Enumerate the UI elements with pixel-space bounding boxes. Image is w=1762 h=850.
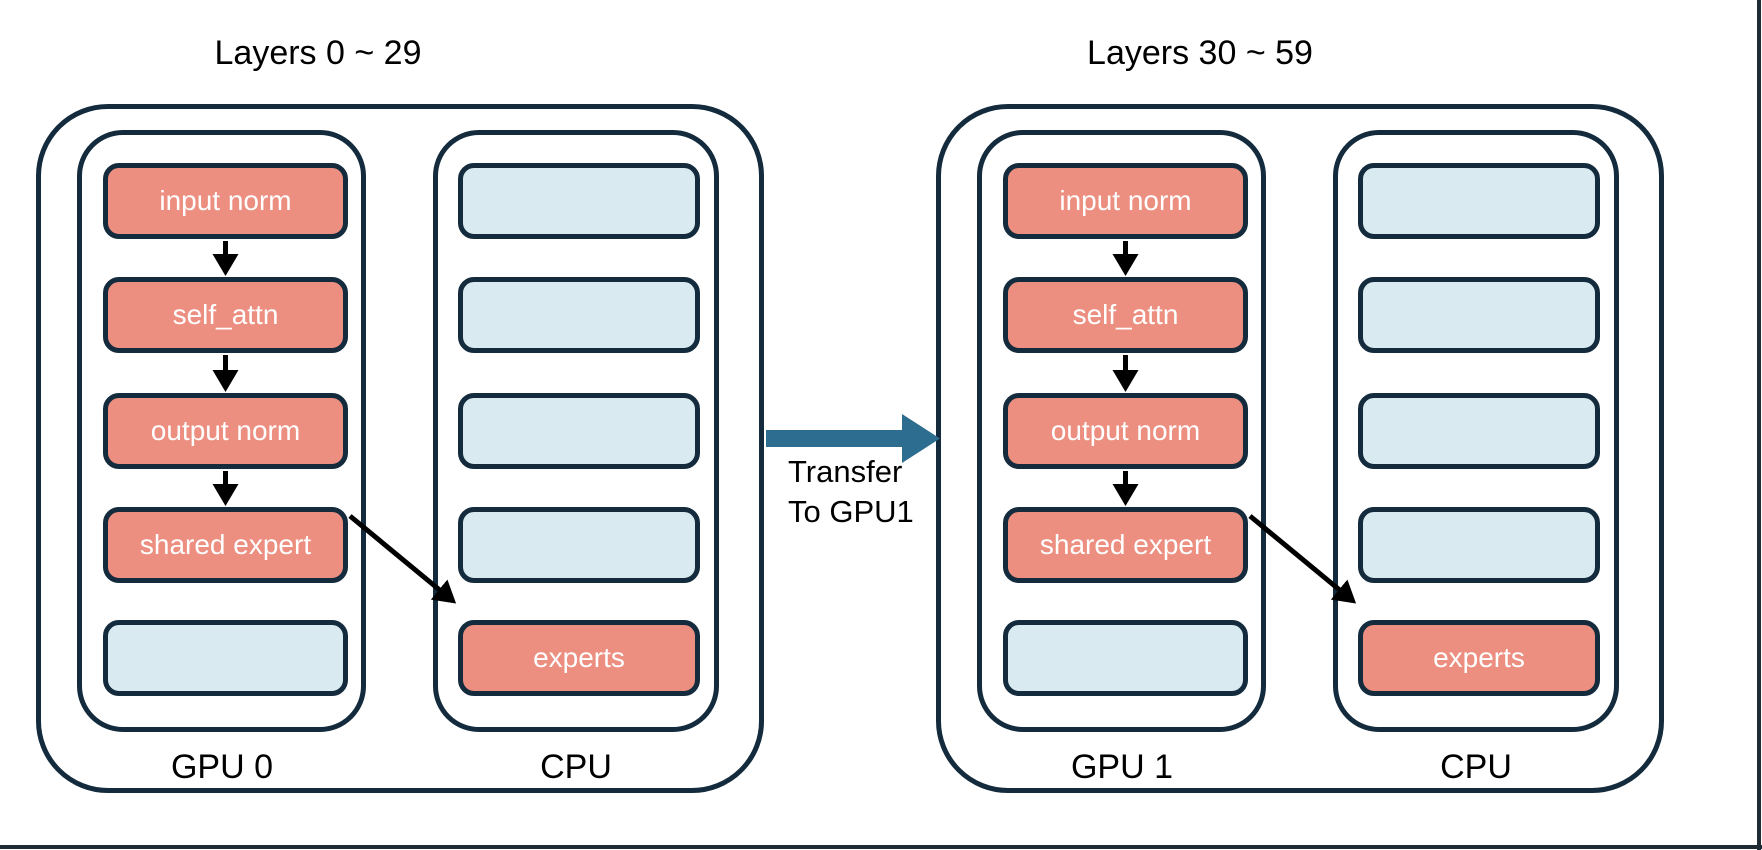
transfer-label-line2: To GPU1 bbox=[788, 494, 914, 529]
module-box-self-attn: self_attn bbox=[103, 277, 348, 353]
layer-group-0: input norm self_attn output norm shared … bbox=[36, 104, 764, 793]
gpu1-column bbox=[977, 130, 1266, 732]
canvas-bottom-edge bbox=[0, 845, 1762, 849]
group-outline bbox=[36, 104, 764, 793]
empty-slot-box bbox=[1358, 507, 1600, 583]
module-box-output-norm: output norm bbox=[103, 393, 348, 469]
cpu-label-left: CPU bbox=[540, 748, 612, 786]
empty-slot-box bbox=[1358, 393, 1600, 469]
empty-slot-box bbox=[458, 163, 700, 239]
module-box-self-attn: self_attn bbox=[1003, 277, 1248, 353]
layers-title-left: Layers 0 ~ 29 bbox=[214, 34, 422, 72]
canvas-right-edge bbox=[1757, 0, 1761, 850]
gpu0-label: GPU 0 bbox=[170, 748, 274, 786]
module-box-output-norm: output norm bbox=[1003, 393, 1248, 469]
gpu0-column bbox=[77, 130, 366, 732]
layer-group-1: input norm self_attn output norm shared … bbox=[936, 104, 1664, 793]
transfer-label-line1: Transfer bbox=[788, 454, 903, 489]
empty-slot-box bbox=[458, 277, 700, 353]
module-box-input-norm: input norm bbox=[1003, 163, 1248, 239]
empty-slot-box bbox=[103, 620, 348, 696]
empty-slot-box bbox=[458, 507, 700, 583]
cpu-column-left bbox=[433, 130, 719, 732]
module-box-experts: experts bbox=[1358, 620, 1600, 696]
module-box-shared-expert: shared expert bbox=[1003, 507, 1248, 583]
empty-slot-box bbox=[1003, 620, 1248, 696]
layers-title-right: Layers 30 ~ 59 bbox=[1087, 34, 1313, 72]
empty-slot-box bbox=[458, 393, 700, 469]
module-box-input-norm: input norm bbox=[103, 163, 348, 239]
gpu1-label: GPU 1 bbox=[1070, 748, 1174, 786]
cpu-label-right: CPU bbox=[1440, 748, 1512, 786]
module-box-experts: experts bbox=[458, 620, 700, 696]
empty-slot-box bbox=[1358, 163, 1600, 239]
transfer-label: Transfer To GPU1 bbox=[788, 452, 914, 532]
cpu-column-right bbox=[1333, 130, 1619, 732]
empty-slot-box bbox=[1358, 277, 1600, 353]
module-box-shared-expert: shared expert bbox=[103, 507, 348, 583]
